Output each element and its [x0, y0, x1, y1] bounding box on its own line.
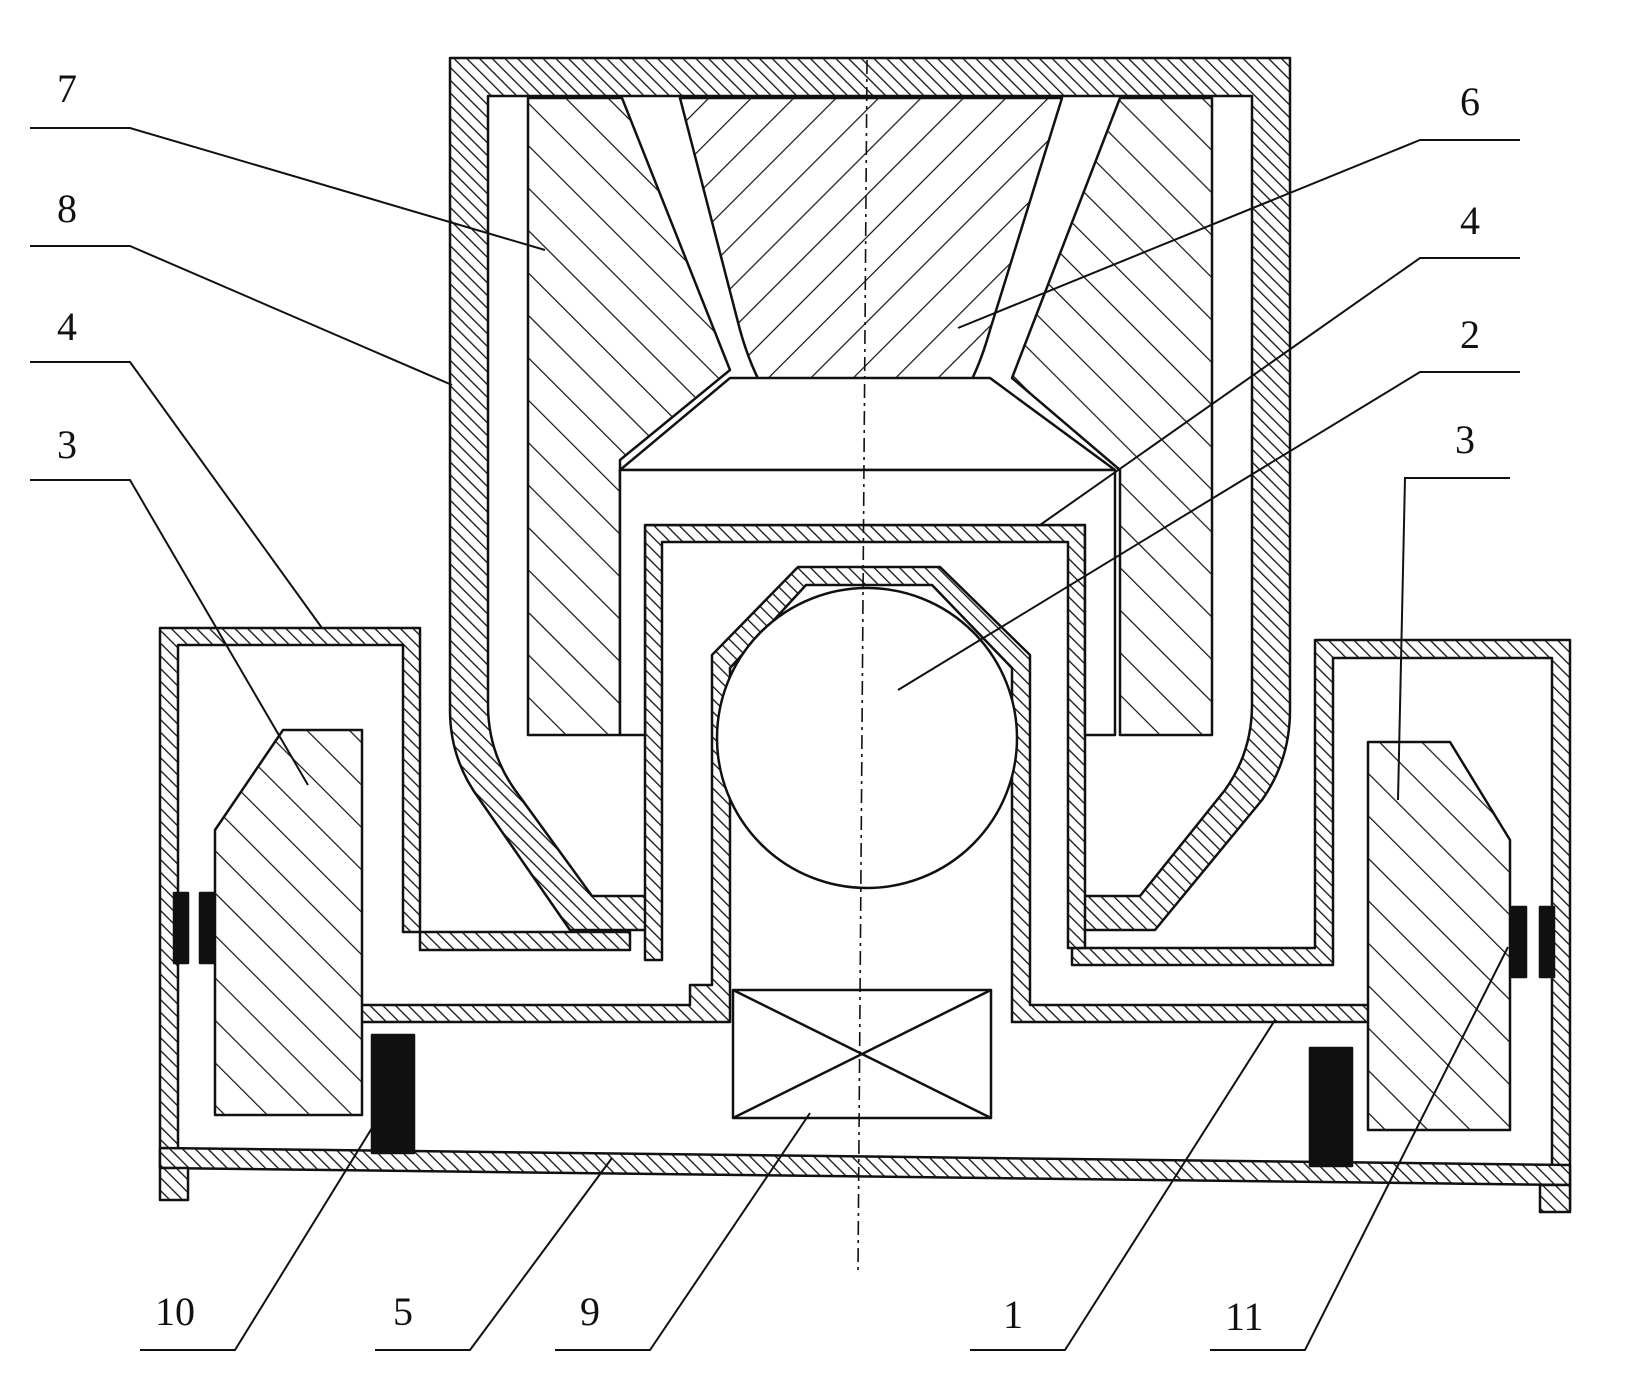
side-pad-left-inner	[200, 893, 214, 963]
rubber-pad-right	[1310, 1048, 1352, 1166]
side-pad-left-outer	[174, 893, 188, 963]
rubber-pad-left	[372, 1035, 414, 1153]
label-6: 6	[1460, 79, 1480, 124]
label-1: 1	[1003, 1292, 1023, 1337]
side-pad-right-inner	[1512, 907, 1526, 977]
leader-8	[30, 246, 452, 385]
base-foot-right	[1540, 1185, 1570, 1212]
label-3-left: 3	[57, 422, 77, 467]
side-pad-right-outer	[1540, 907, 1554, 977]
pole-shoe-right	[1368, 742, 1510, 1130]
label-4-left: 4	[57, 304, 77, 349]
pole-shoe-left	[215, 730, 362, 1115]
label-8: 8	[57, 186, 77, 231]
base-foot-left	[160, 1168, 188, 1200]
label-9: 9	[580, 1289, 600, 1334]
label-7: 7	[57, 66, 77, 111]
ball	[717, 588, 1017, 888]
label-3-right: 3	[1455, 417, 1475, 462]
label-11: 11	[1225, 1294, 1264, 1339]
label-2: 2	[1460, 312, 1480, 357]
leader-4-left	[30, 362, 322, 628]
label-5: 5	[393, 1289, 413, 1334]
label-4-right: 4	[1460, 198, 1480, 243]
label-10: 10	[155, 1289, 195, 1334]
